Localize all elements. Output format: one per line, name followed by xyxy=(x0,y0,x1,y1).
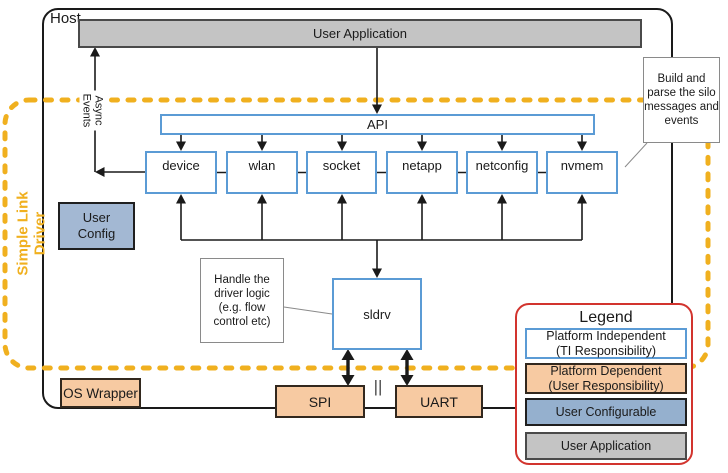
legend-item-user-configurable: User Configurable xyxy=(525,398,687,426)
legend-item-platform-dependent: Platform Dependent (User Responsibility) xyxy=(525,363,687,394)
module-nvmem: nvmem xyxy=(546,151,618,194)
api-to-module-arrows xyxy=(176,135,587,151)
userapp-to-api-arrow xyxy=(372,47,382,114)
simplelink-dashed-boundary xyxy=(2,97,711,371)
legend-item-user-application: User Application xyxy=(525,432,687,460)
user-config-box: User Config xyxy=(58,202,135,250)
module-wlan: wlan xyxy=(226,151,298,194)
legend-panel: Legend Platform Independent (TI Responsi… xyxy=(515,303,693,465)
spi-box: SPI xyxy=(275,385,365,418)
api-bar: API xyxy=(160,114,595,135)
simple-link-driver-label: Simple Link Driver xyxy=(14,191,49,276)
spi-uart-or-separator: || xyxy=(373,377,383,396)
async-events-label: Async Events xyxy=(79,90,105,131)
sldrv-uart-double-arrow xyxy=(400,349,414,386)
legend-item-platform-independent: Platform Independent (TI Responsibility) xyxy=(525,328,687,359)
sldrv-box: sldrv xyxy=(332,278,422,350)
uart-box: UART xyxy=(395,385,483,418)
handle-driver-logic-note: Handle the driver logic (e.g. flow contr… xyxy=(200,258,284,343)
module-socket: socket xyxy=(306,151,377,194)
build-and-parse-note: Build and parse the silo messages and ev… xyxy=(643,57,720,143)
os-wrapper-box: OS Wrapper xyxy=(60,378,141,408)
user-application-bar: User Application xyxy=(78,19,642,48)
sldrv-spi-double-arrow xyxy=(341,349,355,386)
module-device: device xyxy=(145,151,217,194)
module-netconfig: netconfig xyxy=(466,151,538,194)
host-label: Host xyxy=(50,10,81,27)
legend-title: Legend xyxy=(579,309,633,326)
module-netapp: netapp xyxy=(386,151,458,194)
sldrv-bus-arrows xyxy=(176,194,587,278)
note-leader-lines xyxy=(283,142,648,315)
